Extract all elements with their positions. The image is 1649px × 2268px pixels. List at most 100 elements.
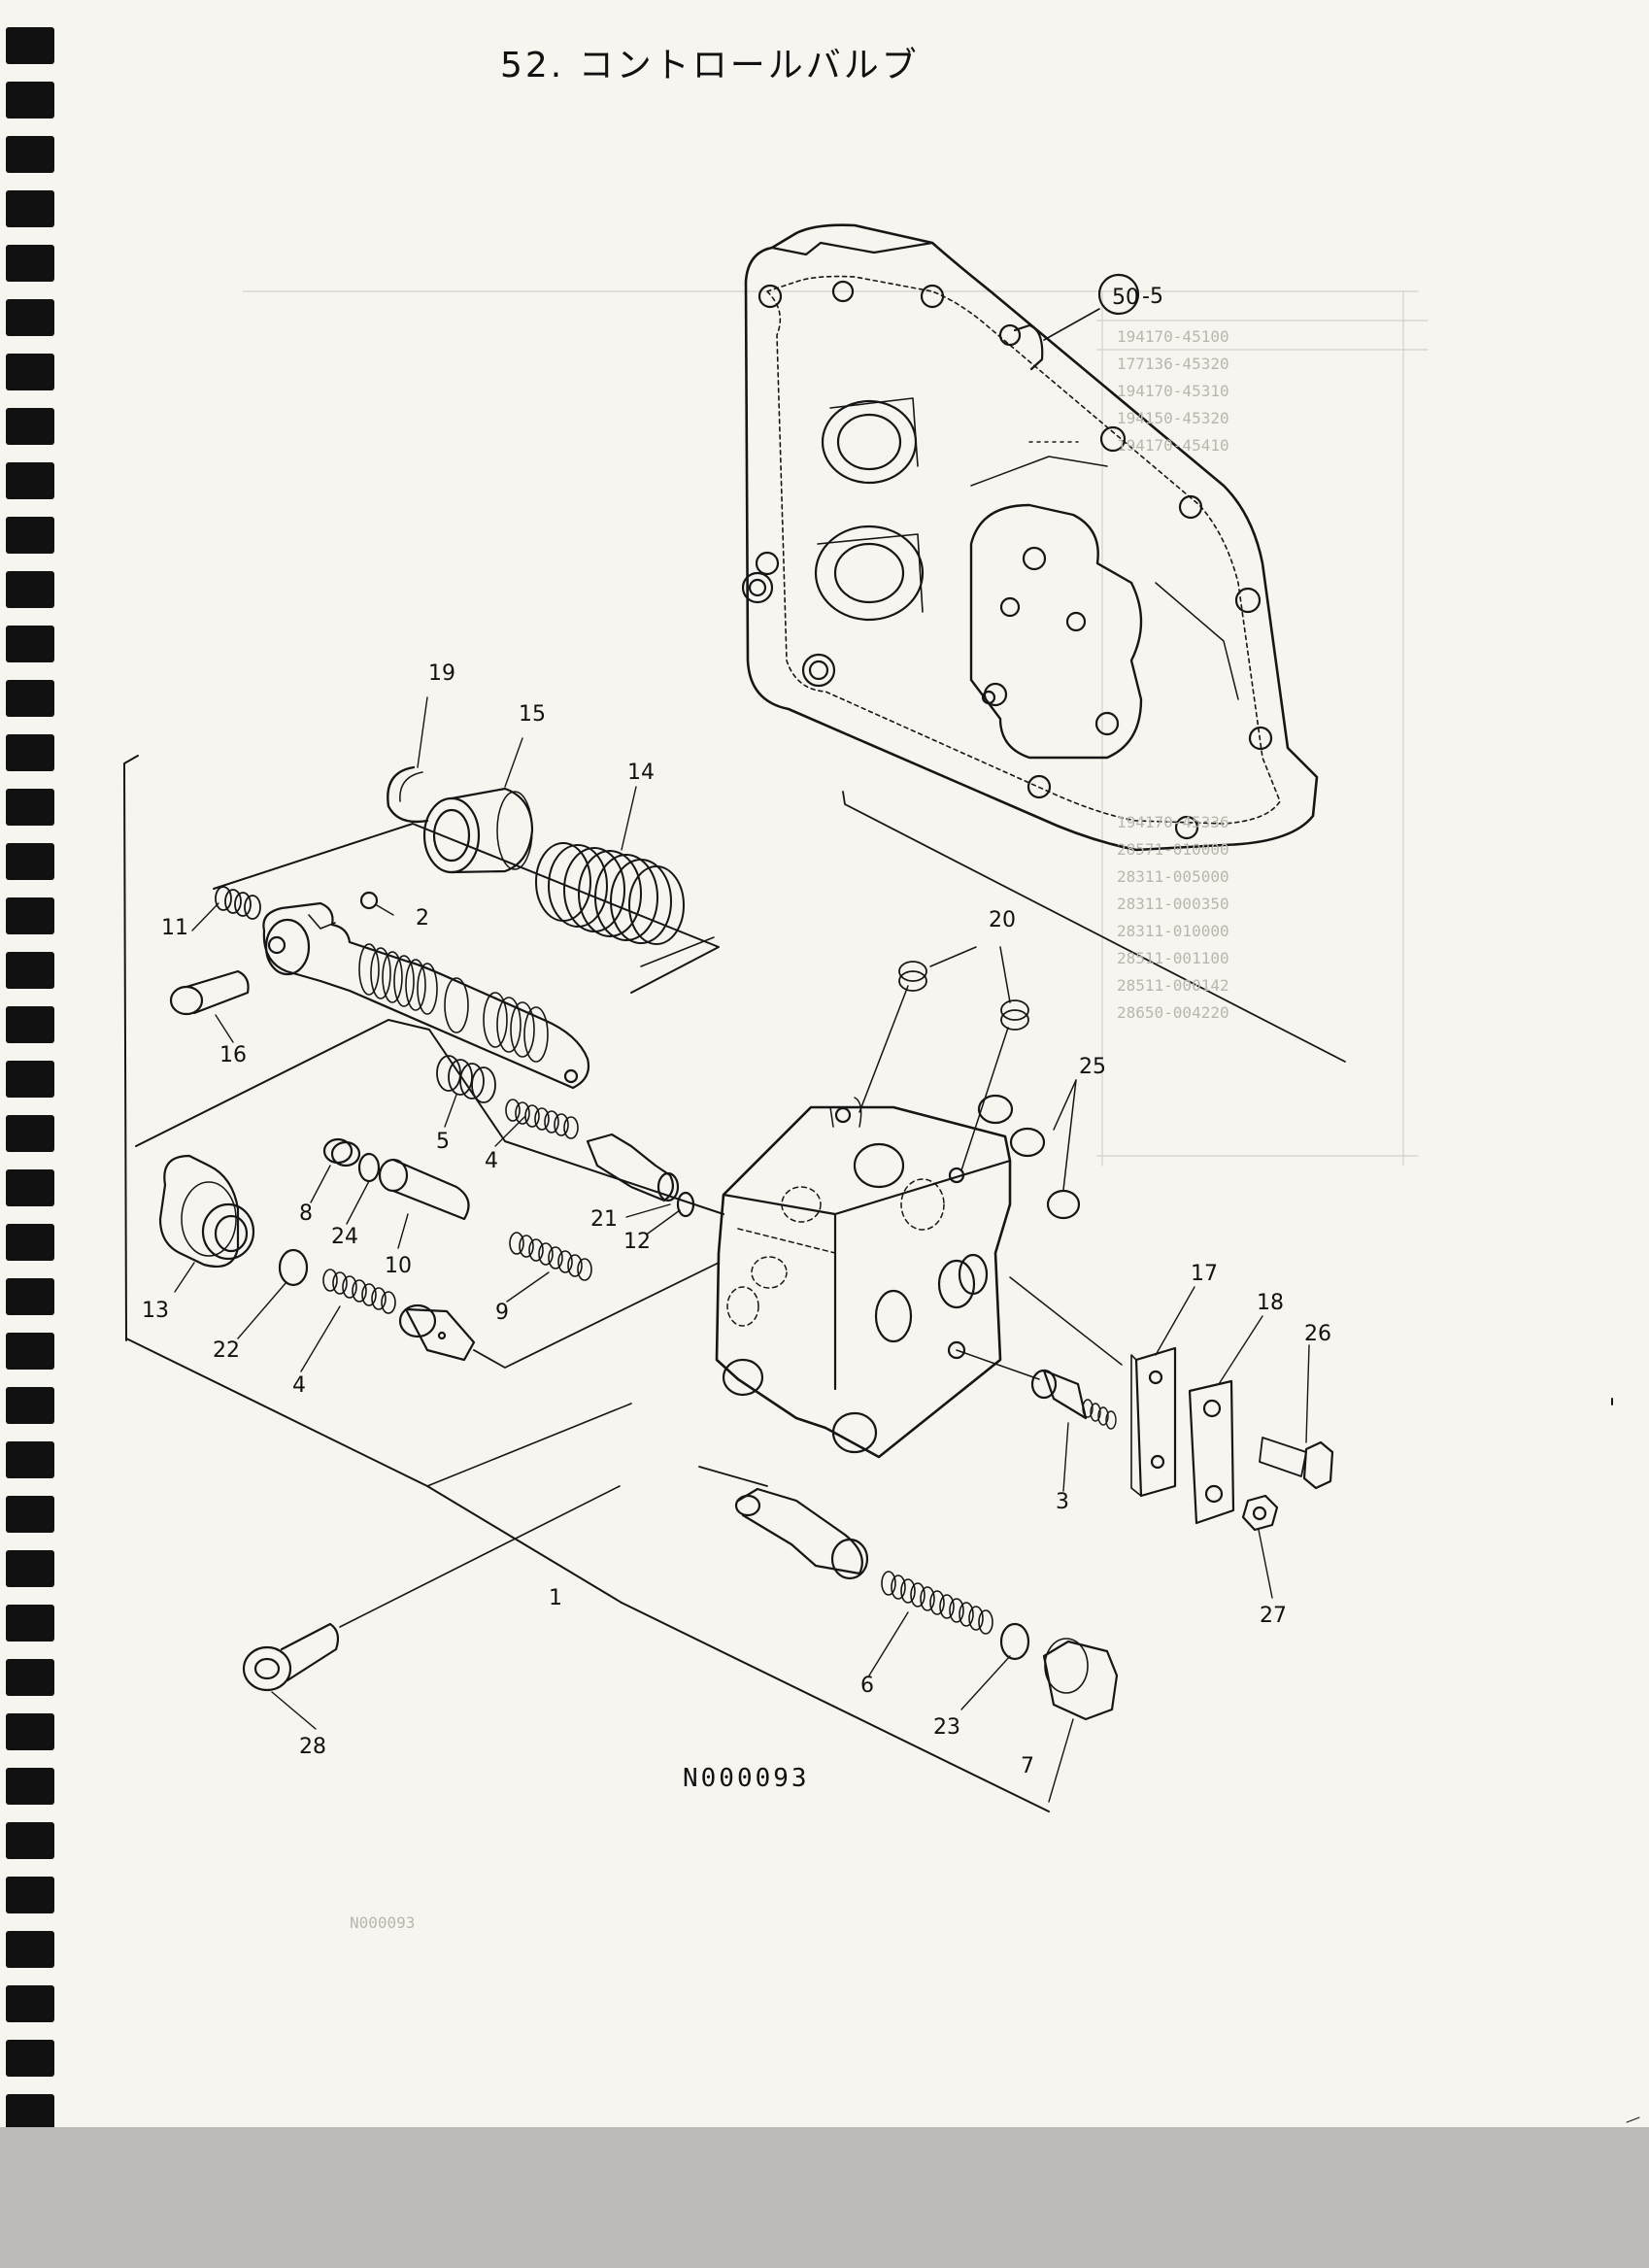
binder-ring bbox=[6, 734, 54, 771]
binder-ring bbox=[6, 1605, 54, 1642]
svg-text:194170-45310: 194170-45310 bbox=[1117, 382, 1229, 400]
callout-16: 16 bbox=[219, 1043, 247, 1067]
part-20 bbox=[898, 961, 1029, 1031]
part-12 bbox=[676, 1191, 695, 1218]
binder-ring bbox=[6, 1006, 54, 1043]
binder-ring bbox=[6, 517, 54, 554]
callout-9: 9 bbox=[495, 1301, 509, 1325]
part-4-spring-upper bbox=[505, 1099, 579, 1139]
svg-text:194170-45336: 194170-45336 bbox=[1117, 813, 1229, 831]
part-4-spring-lower bbox=[322, 1269, 396, 1314]
part-13 bbox=[158, 1154, 255, 1269]
callout-20: 20 bbox=[989, 908, 1016, 932]
callout-26: 26 bbox=[1304, 1322, 1331, 1346]
part-14-spring bbox=[535, 842, 685, 945]
valve-housing bbox=[741, 223, 1319, 852]
part-15 bbox=[422, 787, 534, 874]
figure-code: N000093 bbox=[683, 1764, 810, 1793]
callout-14: 14 bbox=[627, 761, 655, 785]
part-25 bbox=[977, 1094, 1081, 1220]
callout-27: 27 bbox=[1260, 1604, 1287, 1628]
callout-4-upper: 4 bbox=[485, 1149, 498, 1173]
binder-ring bbox=[6, 27, 54, 64]
callout-1: 1 bbox=[549, 1586, 562, 1610]
binder-ring bbox=[6, 1278, 54, 1315]
binder-ring bbox=[6, 1713, 54, 1750]
binder-ring bbox=[6, 1441, 54, 1478]
part-6-spring bbox=[881, 1571, 993, 1635]
callout-18: 18 bbox=[1257, 1291, 1284, 1315]
binder-ring bbox=[6, 1115, 54, 1152]
callout-2: 2 bbox=[416, 906, 429, 931]
binder-ring bbox=[6, 2040, 54, 2077]
binder-rings bbox=[0, 0, 68, 2131]
binder-ring bbox=[6, 1931, 54, 1968]
callout-13: 13 bbox=[142, 1299, 169, 1323]
callout-4-lower: 4 bbox=[292, 1373, 306, 1398]
binder-ring bbox=[6, 1061, 54, 1098]
part-11-spring bbox=[215, 886, 261, 920]
scanner-background bbox=[0, 2127, 1649, 2268]
part-5-spring bbox=[436, 1055, 496, 1103]
leader-lines bbox=[174, 696, 1310, 1803]
part-26 bbox=[1259, 1437, 1334, 1490]
callout-8: 8 bbox=[299, 1202, 313, 1226]
part-23 bbox=[999, 1622, 1030, 1661]
binder-ring bbox=[6, 680, 54, 717]
svg-text:28311-000350: 28311-000350 bbox=[1117, 895, 1229, 913]
binder-ring bbox=[6, 1224, 54, 1261]
callout-17: 17 bbox=[1191, 1262, 1218, 1286]
binder-ring bbox=[6, 952, 54, 989]
callout-50-suffix: -5 bbox=[1142, 285, 1163, 309]
part-2 bbox=[359, 891, 379, 910]
piston-lower bbox=[398, 1303, 476, 1362]
svg-text:194170-45410: 194170-45410 bbox=[1117, 436, 1229, 455]
binder-ring bbox=[6, 1333, 54, 1370]
binder-ring bbox=[6, 571, 54, 608]
callout-21: 21 bbox=[590, 1207, 618, 1232]
assembly-ref-circle bbox=[1097, 273, 1140, 316]
binder-ring bbox=[6, 462, 54, 499]
callout-22: 22 bbox=[213, 1338, 240, 1363]
callout-24: 24 bbox=[331, 1225, 358, 1249]
callout-15: 15 bbox=[519, 702, 546, 727]
part-24 bbox=[357, 1152, 381, 1183]
binder-ring bbox=[6, 897, 54, 934]
binder-ring bbox=[6, 354, 54, 390]
binder-ring bbox=[6, 190, 54, 227]
part-10 bbox=[378, 1158, 470, 1221]
callout-23: 23 bbox=[933, 1715, 960, 1740]
svg-text:194150-45320: 194150-45320 bbox=[1117, 409, 1229, 427]
binder-ring bbox=[6, 1659, 54, 1696]
binder-ring bbox=[6, 1985, 54, 2022]
valve-block bbox=[715, 1097, 1012, 1459]
part-7 bbox=[1042, 1638, 1119, 1721]
main-spool bbox=[262, 901, 590, 1090]
page-title: 52. コントロールバルブ bbox=[500, 46, 920, 85]
poppet-valve bbox=[586, 1133, 695, 1218]
binder-ring bbox=[6, 1387, 54, 1424]
callout-10: 10 bbox=[385, 1254, 412, 1278]
binder-ring bbox=[6, 408, 54, 445]
callout-labels: 50 -5 19 15 14 2 11 16 5 4 8 24 10 21 12… bbox=[142, 285, 1331, 1778]
part-3 bbox=[1030, 1369, 1117, 1430]
binder-ring bbox=[6, 136, 54, 173]
binder-ring bbox=[6, 1169, 54, 1206]
svg-text:194170-45100: 194170-45100 bbox=[1117, 327, 1229, 346]
bleed-through-table bbox=[242, 290, 1429, 1167]
svg-text:28311-010000: 28311-010000 bbox=[1117, 922, 1229, 940]
binder-ring bbox=[6, 1550, 54, 1587]
binder-ring bbox=[6, 2094, 54, 2131]
callout-6: 6 bbox=[860, 1674, 874, 1698]
binder-ring bbox=[6, 1877, 54, 1913]
binder-ring bbox=[6, 1768, 54, 1805]
svg-text:28511-000142: 28511-000142 bbox=[1117, 976, 1229, 995]
binder-ring bbox=[6, 299, 54, 336]
part-27 bbox=[1241, 1494, 1279, 1532]
callout-50: 50 bbox=[1112, 286, 1139, 310]
callout-12: 12 bbox=[623, 1230, 651, 1254]
part-19 bbox=[387, 765, 429, 824]
svg-text:28311-005000: 28311-005000 bbox=[1117, 867, 1229, 886]
svg-text:28650-004220: 28650-004220 bbox=[1117, 1003, 1229, 1022]
